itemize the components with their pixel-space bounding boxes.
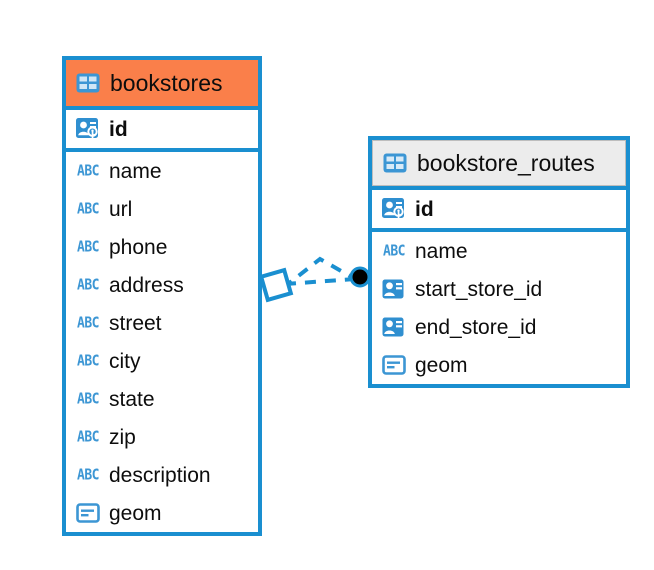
field-name: street [109,311,162,335]
field-row-url[interactable]: ABC url [66,190,258,228]
field-row-description[interactable]: ABC description [66,456,258,494]
field-row-state[interactable]: ABC state [66,380,258,418]
abc-icon: ABC [75,424,101,450]
entity-title: bookstores [110,69,223,96]
field-row-start-store-id[interactable]: start_store_id [372,270,626,308]
field-name: name [415,239,468,263]
field-name: url [109,197,133,221]
field-name: id [109,117,128,141]
primary-key-section: id [66,106,258,152]
field-name: state [109,387,155,411]
field-name: city [109,349,141,373]
field-row-address[interactable]: ABC address [66,266,258,304]
abc-icon-text: ABC [77,200,99,218]
table-icon [382,150,408,176]
foreign-key-icon [381,314,407,340]
table-icon [75,70,101,96]
geometry-icon [75,500,101,526]
relationship-target-dot-icon [349,266,371,288]
field-name: phone [109,235,168,259]
abc-icon: ABC [75,158,101,184]
field-row-geom[interactable]: geom [372,346,626,384]
abc-icon-text: ABC [77,466,99,484]
field-name: geom [109,501,162,525]
primary-key-section: id [372,186,626,232]
abc-icon-text: ABC [383,242,405,260]
attribute-list: ABC name start_store_id [372,232,626,384]
field-row-id[interactable]: id [372,190,626,228]
entity-header-bookstores[interactable]: bookstores [66,60,258,106]
field-row-name[interactable]: ABC name [66,152,258,190]
entity-header-bookstore-routes[interactable]: bookstore_routes [372,140,626,186]
entity-table-bookstore-routes[interactable]: bookstore_routes [368,136,630,388]
entity-table-bookstores[interactable]: bookstores [62,56,262,536]
field-row-name[interactable]: ABC name [372,232,626,270]
abc-icon: ABC [75,386,101,412]
field-row-zip[interactable]: ABC zip [66,418,258,456]
field-row-id[interactable]: id [66,110,258,148]
abc-icon-text: ABC [77,162,99,180]
abc-icon-text: ABC [77,238,99,256]
primary-key-icon [381,196,407,222]
field-row-street[interactable]: ABC street [66,304,258,342]
field-name: address [109,273,184,297]
field-name: id [415,197,434,221]
abc-icon: ABC [75,310,101,336]
field-name: end_store_id [415,315,537,339]
abc-icon: ABC [75,348,101,374]
abc-icon: ABC [75,462,101,488]
abc-icon: ABC [75,196,101,222]
abc-icon: ABC [381,238,407,264]
relationship-line-lower [284,277,356,286]
abc-icon: ABC [75,272,101,298]
abc-icon-text: ABC [77,352,99,370]
field-name: description [109,463,211,487]
field-name: zip [109,425,136,449]
field-row-geom[interactable]: geom [66,494,258,532]
abc-icon-text: ABC [77,276,99,294]
relationship-source-diamond-icon [258,267,294,303]
field-row-end-store-id[interactable]: end_store_id [372,308,626,346]
abc-icon-text: ABC [77,390,99,408]
field-name: geom [415,353,468,377]
abc-icon-text: ABC [77,314,99,332]
abc-icon: ABC [75,234,101,260]
foreign-key-icon [381,276,407,302]
attribute-list: ABC name ABC url ABC phone ABC ad [66,152,258,532]
relationship-line-upper [281,256,358,290]
field-name: start_store_id [415,277,543,301]
geometry-icon [381,352,407,378]
entity-title: bookstore_routes [417,149,595,176]
abc-icon-text: ABC [77,428,99,446]
field-name: name [109,159,162,183]
primary-key-icon [75,116,101,142]
field-row-city[interactable]: ABC city [66,342,258,380]
field-row-phone[interactable]: ABC phone [66,228,258,266]
